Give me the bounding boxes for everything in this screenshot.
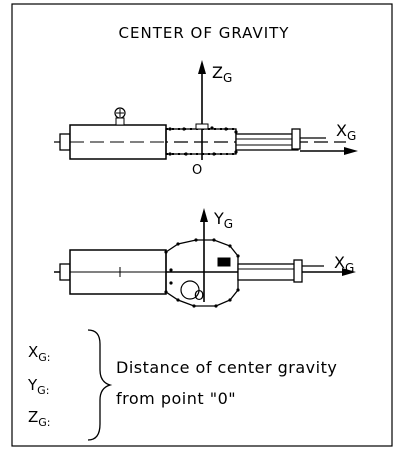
legend-key-z: ZG: (28, 408, 51, 429)
bottom-view: YG XG (54, 208, 356, 308)
x-axis-label-bottom: XG (334, 253, 354, 275)
legend-key-x: XG: (28, 343, 51, 364)
legend-brace (87, 329, 113, 441)
x-axis-label-top: XG (336, 121, 356, 143)
rod-assembly-bottom (237, 259, 324, 283)
valve-body-bottom (164, 238, 240, 308)
z-axis-label: ZG (212, 63, 232, 85)
y-axis-arrowhead (200, 208, 208, 222)
origin-label-bottom: O (194, 289, 204, 304)
legend: XG: YG: ZG: Distance of center gravity f… (27, 329, 337, 441)
shaft-stub-bottom (59, 263, 71, 281)
origin-label-top: O (192, 163, 202, 178)
shaft-stub-top (59, 133, 71, 151)
legend-description-line1: Distance of center gravity (116, 358, 337, 377)
drawing-frame (11, 3, 393, 447)
x-axis-arrowhead-bottom (342, 268, 356, 276)
y-axis-label: YG (213, 209, 233, 231)
drawing-title: CENTER OF GRAVITY (119, 24, 290, 42)
legend-description-line2: from point "0" (116, 389, 236, 408)
top-view: ZG XG (54, 60, 358, 178)
rod-assembly-top (235, 128, 326, 151)
x-axis-arrowhead (344, 147, 358, 155)
legend-key-y: YG: (27, 376, 49, 397)
z-axis-arrowhead (198, 60, 206, 74)
